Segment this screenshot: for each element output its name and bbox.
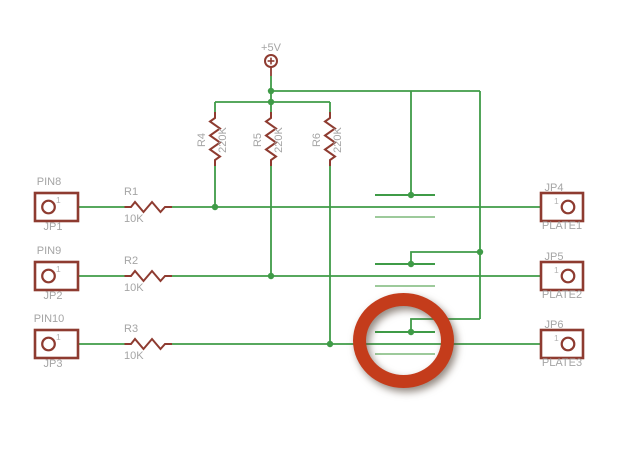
connector-jp1-symbol (33, 191, 80, 223)
annotation-highlight-ring (353, 293, 454, 388)
connector-jp2-pin-number: 1 (56, 264, 61, 274)
connector-jp2-symbol (33, 260, 80, 292)
connector-jp6-pin-number: 1 (554, 333, 559, 343)
connector-jp1-pin-number: 1 (56, 195, 61, 205)
connector-jp5-pin-number: 1 (554, 265, 559, 275)
connector-jp5-ref-label: JP5 (544, 251, 564, 263)
resistor-r4-symbol (208, 112, 222, 166)
resistor-r5-name-label: R5 (252, 132, 264, 148)
connector-jp2-ref-label: JP2 (43, 290, 63, 302)
resistor-r3-name-label: R3 (124, 323, 139, 335)
connector-jp3-pin-label: PIN10 (33, 313, 65, 325)
resistor-r6-symbol (323, 112, 337, 166)
connector-jp4-symbol (539, 191, 585, 223)
connector-jp4-pin-circle (560, 199, 576, 215)
junction-dot (476, 248, 484, 256)
connector-jp2-pin-circle (41, 268, 56, 284)
connector-jp6-net-label: PLATE3 (541, 357, 583, 369)
connector-jp6-pin-circle (560, 336, 576, 352)
resistor-r6-name-label: R6 (311, 132, 323, 148)
junction-dot (211, 203, 219, 211)
resistor-r4-value-label: 220K (217, 127, 229, 153)
resistor-r1-symbol (124, 200, 172, 214)
connector-jp6-ref-label: JP6 (544, 319, 564, 331)
resistor-r5-value-label: 220K (273, 127, 285, 153)
resistor-r3-symbol (124, 337, 172, 351)
connector-jp4-pin-number: 1 (554, 196, 559, 206)
resistor-r1-name-label: R1 (124, 186, 139, 198)
junction-dot (326, 340, 334, 348)
resistor-r3-value-label: 10K (124, 350, 144, 362)
resistor-r2-symbol (124, 269, 172, 283)
connector-jp4-ref-label: JP4 (544, 182, 564, 194)
junction-dot (267, 87, 275, 95)
wire-plate2-link (410, 251, 480, 264)
connector-jp4-net-label: PLATE1 (541, 220, 583, 232)
connector-jp1-ref-label: JP1 (43, 221, 63, 233)
resistor-r6-value-label: 220K (332, 127, 344, 153)
resistor-r2-name-label: R2 (124, 255, 139, 267)
connector-jp3-ref-label: JP3 (43, 358, 63, 370)
power-label: +5V (261, 42, 281, 54)
junction-dot (407, 191, 415, 199)
connector-jp1-pin-circle (41, 199, 56, 215)
connector-jp3-pin-circle (41, 336, 56, 352)
connector-jp5-net-label: PLATE2 (541, 289, 583, 301)
connector-jp5-pin-circle (560, 268, 576, 284)
connector-jp3-pin-number: 1 (56, 332, 61, 342)
power-flag-icon (264, 54, 278, 76)
connector-jp1-pin-label: PIN8 (36, 176, 62, 188)
junction-dot (267, 272, 275, 280)
junction-dot (407, 260, 415, 268)
resistor-r4-name-label: R4 (196, 132, 208, 148)
connector-jp6-symbol (539, 328, 585, 360)
connector-jp3-symbol (33, 328, 80, 360)
resistor-r5-symbol (264, 112, 278, 166)
junction-dot (267, 98, 275, 106)
connector-jp2-pin-label: PIN9 (36, 245, 62, 257)
resistor-r1-value-label: 10K (124, 213, 144, 225)
connector-jp5-symbol (539, 260, 585, 292)
resistor-r2-value-label: 10K (124, 282, 144, 294)
